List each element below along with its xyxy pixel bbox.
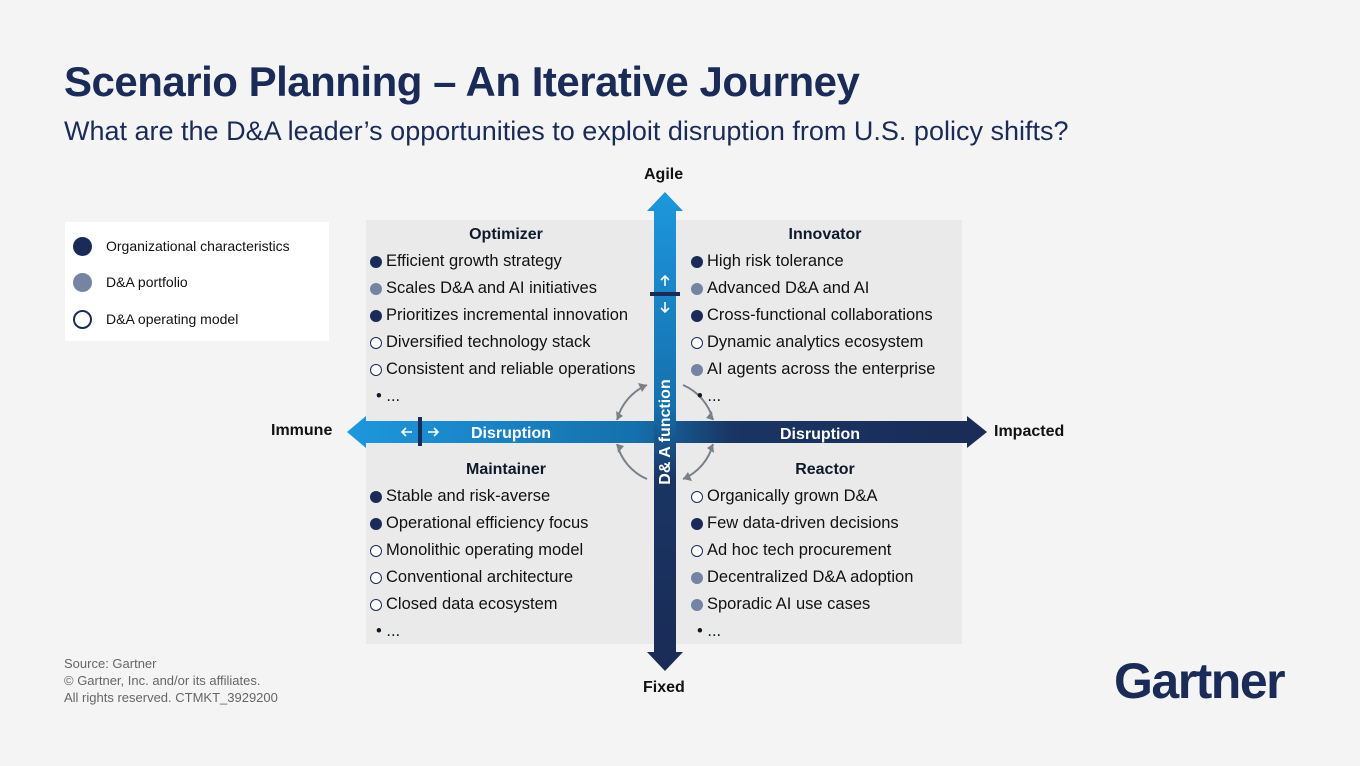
vertical-axis-label: D& A function	[657, 379, 674, 484]
list-item: Operational efficiency focus	[370, 510, 670, 537]
filled-gray-dot-icon	[370, 282, 382, 295]
arrow-up-icon	[660, 274, 670, 286]
hollow-circle-icon	[370, 544, 382, 557]
legend-item-operating-model: D&A operating model	[73, 308, 238, 330]
quadrant-title: Maintainer	[465, 461, 546, 478]
filled-navy-dot-icon	[370, 517, 382, 530]
list-item: Advanced D&A and AI	[691, 275, 991, 302]
gartner-logo: Gartner	[1114, 653, 1286, 709]
copyright-line: © Gartner, Inc. and/or its affiliates.	[64, 673, 261, 688]
list-item: Dynamic analytics ecosystem	[691, 329, 991, 356]
axis-label-bottom: Fixed	[643, 679, 685, 696]
legend-item-portfolio: D&A portfolio	[73, 271, 188, 293]
filled-navy-dot-icon	[370, 309, 382, 322]
list-item: Closed data ecosystem	[370, 591, 670, 618]
filled-navy-dot-icon	[691, 517, 703, 530]
list-item: AI agents across the enterprise	[691, 356, 991, 383]
list-item: Organically grown D&A	[691, 483, 991, 510]
list-item: Prioritizes incremental innovation	[370, 302, 670, 329]
legend-label: D&A operating model	[106, 311, 239, 327]
list-item: Diversified technology stack	[370, 329, 670, 356]
legend-label: Organizational characteristics	[106, 238, 290, 254]
filled-navy-dot-icon	[691, 309, 703, 322]
hollow-circle-icon	[691, 336, 703, 349]
hollow-circle-icon	[370, 363, 382, 376]
list-item: Conventional architecture	[370, 564, 670, 591]
list-item: Stable and risk-averse	[370, 483, 670, 510]
legend-label: D&A portfolio	[106, 274, 188, 290]
hollow-circle-icon	[691, 490, 703, 503]
list-ellipsis: • ...	[697, 387, 722, 405]
filled-navy-dot-icon	[691, 255, 703, 268]
filled-gray-dot-icon	[691, 282, 703, 295]
hollow-circle-icon	[370, 598, 382, 611]
axis-handle-top	[650, 292, 680, 296]
source-note: Source: Gartner © Gartner, Inc. and/or i…	[64, 655, 278, 706]
legend-item-org: Organizational characteristics	[73, 235, 290, 257]
list-item: Efficient growth strategy	[370, 248, 670, 275]
quadrant-innovator: Innovator High risk tolerance Advanced D…	[691, 221, 991, 410]
hollow-circle-icon	[691, 544, 703, 557]
axis-label-top: Agile	[644, 166, 684, 183]
list-item: Sporadic AI use cases	[691, 591, 991, 618]
filled-gray-dot-icon	[691, 363, 703, 376]
quadrant-reactor: Reactor Organically grown D&A Few data-d…	[691, 456, 991, 645]
list-item: Ad hoc tech procurement	[691, 537, 991, 564]
quadrant-title: Innovator	[788, 226, 862, 243]
list-item: Scales D&A and AI initiatives	[370, 275, 670, 302]
list-item: Consistent and reliable operations	[370, 356, 670, 383]
source-line: Source: Gartner	[64, 656, 157, 671]
disruption-label-left: Disruption	[471, 425, 551, 442]
arrow-right-icon	[428, 427, 440, 437]
axis-label-left: Immune	[271, 422, 333, 439]
list-item: Monolithic operating model	[370, 537, 670, 564]
hollow-circle-icon	[73, 309, 92, 329]
page-subtitle: What are the D&A leader’s opportunities …	[64, 116, 1069, 146]
list-ellipsis: • ...	[376, 387, 401, 405]
page-title: Scenario Planning – An Iterative Journey	[64, 58, 860, 105]
arrow-left-icon	[400, 427, 412, 437]
axis-handle-left	[418, 417, 422, 446]
list-item: High risk tolerance	[691, 248, 991, 275]
list-item: Decentralized D&A adoption	[691, 564, 991, 591]
list-item: Few data-driven decisions	[691, 510, 991, 537]
list-ellipsis: • ...	[376, 622, 401, 640]
list-item: Cross-functional collaborations	[691, 302, 991, 329]
legend: Organizational characteristics D&A portf…	[65, 222, 329, 341]
filled-navy-dot-icon	[370, 490, 382, 503]
filled-navy-dot-icon	[370, 255, 382, 268]
rights-line: All rights reserved. CTMKT_3929200	[64, 690, 278, 705]
disruption-label-right: Disruption	[780, 426, 860, 443]
filled-navy-dot-icon	[73, 236, 92, 256]
filled-gray-dot-icon	[691, 571, 703, 584]
quadrant-title: Optimizer	[469, 226, 543, 243]
hollow-circle-icon	[370, 336, 382, 349]
filled-gray-dot-icon	[691, 598, 703, 611]
quadrant-maintainer: Maintainer Stable and risk-averse Operat…	[370, 456, 670, 645]
quadrant-title: Reactor	[795, 461, 855, 478]
hollow-circle-icon	[370, 571, 382, 584]
list-ellipsis: • ...	[697, 622, 722, 640]
axis-label-right: Impacted	[994, 423, 1065, 440]
arrow-down-icon	[660, 302, 670, 314]
filled-gray-dot-icon	[73, 272, 92, 292]
quadrant-optimizer: Optimizer Efficient growth strategy Scal…	[370, 221, 670, 410]
vertical-axis-arrow	[647, 192, 683, 671]
